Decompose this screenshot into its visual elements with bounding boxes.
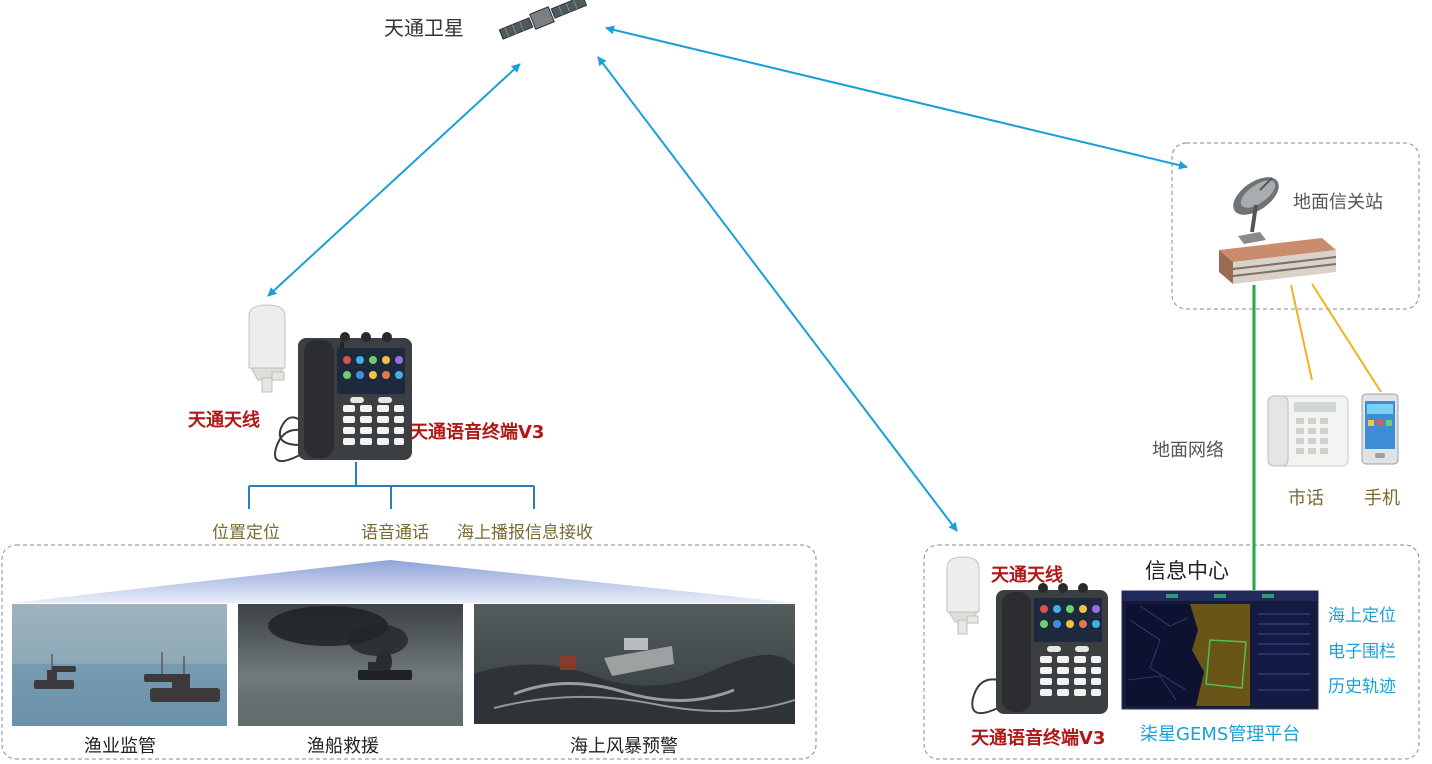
left-terminal-icon <box>274 332 412 463</box>
gems-platform-screen <box>1121 590 1319 710</box>
feature-e-fence: 电子围栏 <box>1328 642 1396 662</box>
satellite-dish-icon <box>1233 177 1279 233</box>
gateway-box <box>1171 142 1420 310</box>
info-center-box <box>923 544 1420 760</box>
photo-fishery <box>12 604 227 726</box>
gems-platform-label: 柒星GEMS管理平台 <box>1140 724 1301 745</box>
function-broadcast: 海上播报信息接收 <box>457 523 593 543</box>
link-gateway-city-phone <box>1290 284 1313 381</box>
info-center-title: 信息中心 <box>1145 559 1229 583</box>
mobile-phone-icon <box>1361 393 1399 465</box>
feature-sea-position: 海上定位 <box>1328 606 1396 626</box>
link-satellite-info-center <box>597 56 958 532</box>
scenario-fan <box>12 560 795 603</box>
right-terminal-icon <box>971 583 1108 715</box>
mobile-phone-label: 手机 <box>1364 488 1400 509</box>
link-gateway-mobile <box>1311 283 1382 393</box>
photo-rescue <box>238 604 463 726</box>
left-terminal-label: 天通语音终端V3 <box>410 422 545 443</box>
satellite-label: 天通卫星 <box>384 16 464 40</box>
link-satellite-left-terminal <box>267 63 521 297</box>
city-phone-icon <box>1267 395 1349 467</box>
function-tree <box>248 462 535 509</box>
ground-network-label: 地面网络 <box>1152 440 1224 461</box>
scenario-rescue-label: 渔船救援 <box>307 736 379 757</box>
feature-history-track: 历史轨迹 <box>1328 677 1396 697</box>
scenario-fishery-label: 渔业监管 <box>84 736 156 757</box>
info-center-terminal-label: 天通语音终端V3 <box>971 728 1106 749</box>
gateway-building-icon <box>1219 232 1337 284</box>
city-phone-label: 市话 <box>1288 488 1324 509</box>
link-satellite-gateway <box>605 25 1188 170</box>
function-position: 位置定位 <box>212 523 280 543</box>
photo-storm <box>474 604 795 724</box>
function-voice: 语音通话 <box>361 523 429 543</box>
right-antenna-icon <box>946 556 980 635</box>
satellite-icon <box>498 0 588 40</box>
left-antenna-label: 天通天线 <box>188 410 260 431</box>
left-antenna-icon <box>248 304 286 393</box>
scenario-box <box>1 544 817 760</box>
gateway-label: 地面信关站 <box>1293 192 1383 213</box>
scenario-storm-label: 海上风暴预警 <box>570 736 678 757</box>
info-center-antenna-label: 天通天线 <box>991 565 1063 586</box>
